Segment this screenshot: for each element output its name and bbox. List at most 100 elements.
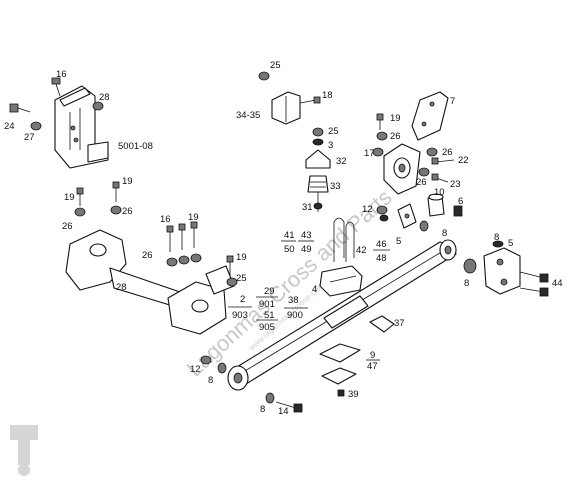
bolts-44 — [519, 271, 549, 297]
svg-text:49: 49 — [301, 244, 312, 255]
callout-32: 32 — [336, 156, 347, 167]
callout-25-stop: 25 — [328, 126, 339, 137]
callout-14: 14 — [278, 406, 289, 417]
fraction-9-47: 9 47 — [366, 350, 380, 372]
svg-text:47: 47 — [367, 361, 378, 372]
fraction-51-905: 51 905 — [256, 310, 278, 333]
bolt-14 — [275, 401, 303, 413]
sleeve-6 — [453, 205, 463, 217]
washer-8-upper — [419, 220, 429, 232]
callout-12-lower: 12 — [190, 364, 201, 375]
bolts-16-19 — [166, 221, 202, 267]
callout-39: 39 — [348, 389, 359, 400]
callout-5-upper: 5 — [396, 236, 401, 247]
callout-8-bottom: 8 — [260, 404, 265, 415]
svg-text:900: 900 — [287, 310, 303, 321]
svg-text:51: 51 — [264, 310, 275, 321]
callout-42: 42 — [356, 245, 367, 256]
nut-25-right — [226, 277, 238, 287]
nut-12-lower — [200, 355, 212, 365]
nut-26-left — [74, 207, 86, 217]
callout-26: 26 — [390, 131, 401, 142]
nut-26-hanger-b — [418, 167, 430, 177]
bolt-19-left-b — [112, 181, 120, 202]
svg-text:901: 901 — [259, 299, 275, 310]
nut-26-top — [376, 131, 388, 141]
nut-26-left-b — [110, 205, 122, 215]
callout-34-35: 34-35 — [236, 110, 260, 121]
lower-plate — [319, 343, 361, 363]
callout-7: 7 — [450, 96, 455, 107]
callout-44: 44 — [552, 278, 563, 289]
callout-26-left-b: 26 — [122, 206, 133, 217]
callout-8-right-b: 8 — [494, 232, 499, 243]
bolt-24 — [9, 103, 31, 113]
bushing-10 — [427, 193, 445, 217]
axle-support-right — [167, 265, 235, 335]
washer-12-upper — [376, 205, 389, 222]
callout-28-left: 28 — [116, 282, 127, 293]
callout-8-right: 8 — [464, 278, 469, 289]
spring-hanger-bracket — [383, 143, 421, 195]
callout-10: 10 — [434, 187, 445, 198]
callout-28: 28 — [99, 92, 110, 103]
fraction-41-50: 41 50 — [281, 230, 296, 255]
callout-6: 6 — [458, 196, 463, 207]
callout-12-upper: 12 — [362, 204, 373, 215]
fraction-43-49: 43 49 — [298, 230, 314, 255]
callout-27: 27 — [24, 132, 35, 143]
svg-text:50: 50 — [284, 244, 295, 255]
washer-8-lower — [217, 362, 227, 374]
nut-27 — [30, 121, 42, 131]
bolt-19-right — [226, 255, 234, 276]
watermark-logo — [10, 425, 38, 476]
svg-text:903: 903 — [232, 310, 248, 321]
fraction-46-48: 46 48 — [373, 239, 390, 264]
bolt-19-left — [76, 187, 84, 206]
axle-support-left — [65, 229, 187, 311]
callout-38: 38 — [288, 295, 299, 306]
callout-26-hanger-b: 26 — [416, 177, 427, 188]
callout-18: 18 — [322, 90, 333, 101]
spring-seat-4 — [319, 265, 363, 297]
clamp-plate-37 — [369, 315, 395, 333]
callout-8-lower: 8 — [208, 375, 213, 386]
callout-25: 25 — [270, 60, 281, 71]
callout-5-right: 5 — [508, 238, 513, 249]
callout-26-left: 26 — [62, 221, 73, 232]
callout-23: 23 — [450, 179, 461, 190]
callout-5001-08: 5001-08 — [118, 141, 153, 152]
svg-text:29: 29 — [264, 286, 275, 297]
bolt-18 — [299, 96, 321, 104]
callout-37: 37 — [394, 318, 405, 329]
svg-text:905: 905 — [259, 322, 275, 333]
svg-text:43: 43 — [301, 230, 312, 241]
callout-17: 17 — [364, 148, 375, 159]
callout-26-axle: 26 — [142, 250, 153, 261]
callout-2: 2 — [240, 294, 245, 305]
svg-text:48: 48 — [376, 253, 387, 264]
fraction-900: 900 — [284, 307, 308, 321]
fraction-29-901: 29 901 — [256, 286, 278, 310]
nut-28 — [92, 101, 104, 111]
washer-8-bottom — [265, 392, 275, 404]
svg-text:46: 46 — [376, 239, 387, 250]
svg-text:9: 9 — [370, 350, 375, 361]
callout-19-right: 19 — [236, 252, 247, 263]
fraction-903: 903 — [228, 306, 252, 321]
callout-8-upper: 8 — [442, 228, 447, 239]
shackle-plate — [411, 91, 449, 141]
callout-19-axle: 19 — [188, 212, 199, 223]
bolt-19-top — [376, 113, 384, 130]
bump-stop-assembly — [305, 127, 331, 212]
plate-5-upper — [397, 203, 417, 229]
callout-16: 16 — [56, 69, 67, 80]
callout-3: 3 — [328, 140, 333, 151]
bolt-22 — [431, 157, 455, 165]
bolt-23 — [431, 173, 449, 183]
lower-plate-b — [321, 367, 357, 385]
u-bolt — [333, 217, 355, 262]
callout-19-left-b: 19 — [122, 176, 133, 187]
callout-4: 4 — [312, 284, 317, 295]
